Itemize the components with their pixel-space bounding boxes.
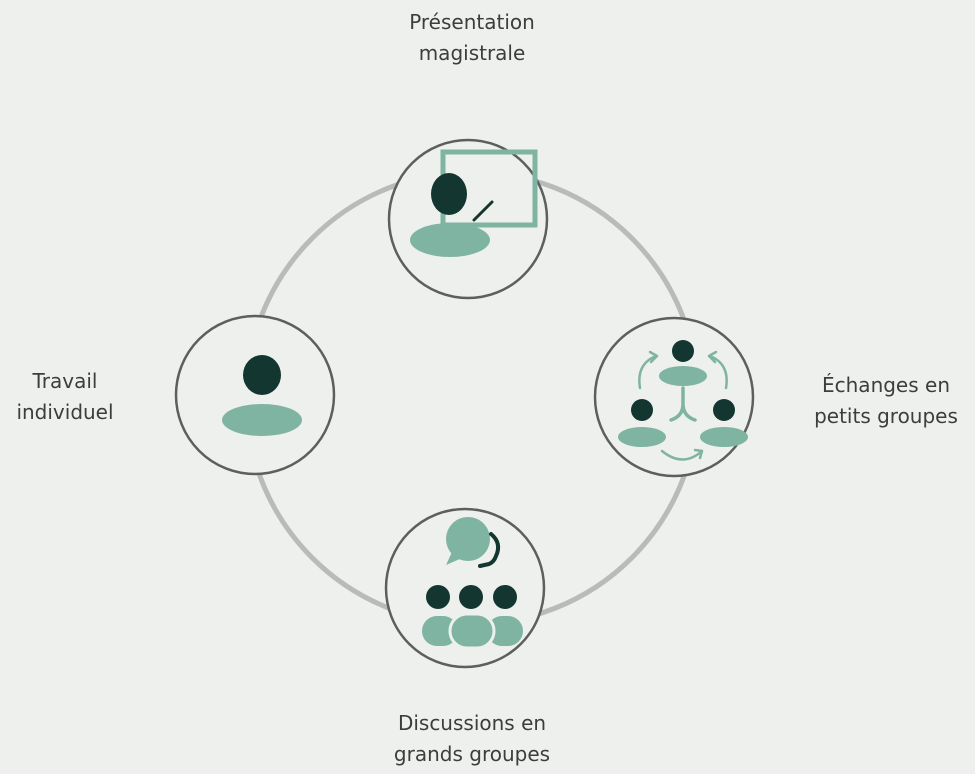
node-echanges-petits-groupes [593,316,755,478]
person-head-shape [672,340,694,362]
label-line: Travail [32,369,98,393]
teacher-body-shape [410,223,490,257]
node-circle [593,316,755,478]
speech-bubble-tail-shape [446,552,462,565]
speech-bubble-shape [446,517,490,561]
person-body-shape [487,616,523,646]
node-travail-individuel [174,314,336,476]
group-discussion-icon [422,517,523,650]
label-line: Discussions en [397,711,547,735]
node-circle [174,314,336,476]
pointer-shape [472,200,494,222]
person-head-shape [459,585,483,609]
small-group-exchange-icon [618,340,748,461]
label-echanges-petits-groupes: Échanges en petits groupes [796,370,975,432]
person-body-shape [448,612,496,650]
person-body-shape [618,427,666,447]
person-body-shape [659,366,707,386]
label-presentation-magistrale: Présentation magistrale [362,7,582,69]
person-body-shape [422,616,458,646]
arrow-right-up-icon [708,354,728,390]
person-body-shape [700,427,748,447]
node-discussions-grands-groupes [384,507,546,669]
node-presentation-magistrale [387,138,549,300]
arrow-bottom-icon [660,449,704,461]
person-body-shape [222,404,302,436]
arrowhead-shape [693,448,704,460]
label-line: petits groupes [814,404,958,428]
label-line: Présentation [409,10,535,34]
person-head-shape [493,585,517,609]
label-line: grands groupes [393,742,551,766]
person-head-shape [243,355,281,395]
person-head-shape [713,399,735,421]
arrowhead-shape [707,350,718,364]
second-bubble-shape [478,532,501,568]
person-icon [222,355,302,436]
link-shape [669,386,697,422]
person-head-shape [426,585,450,609]
label-line: Échanges en [822,373,950,397]
label-line: magistrale [418,41,526,65]
arrowhead-shape [648,350,659,364]
arrow-left-up-icon [638,354,658,390]
teacher-head-shape [431,173,467,215]
label-discussions-grands-groupes: Discussions en grands groupes [362,708,582,770]
node-circle [387,138,549,300]
label-travail-individuel: Travail individuel [0,366,130,428]
teacher-board-icon [410,149,538,257]
person-head-shape [631,399,653,421]
label-line: individuel [16,400,114,424]
